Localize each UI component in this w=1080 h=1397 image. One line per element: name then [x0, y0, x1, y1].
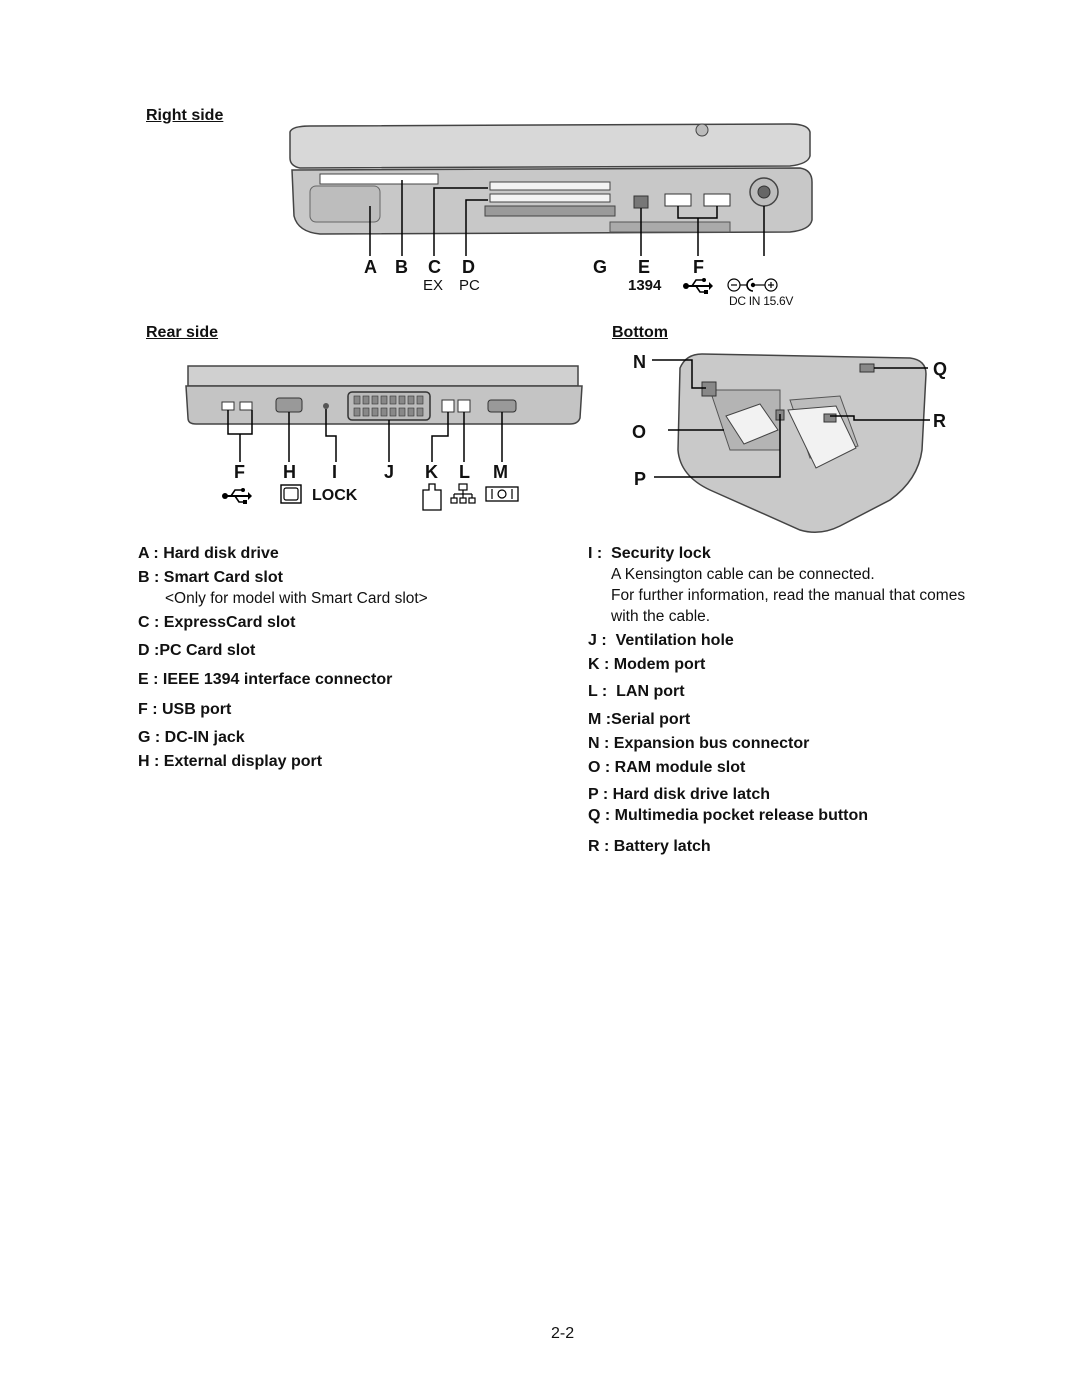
label-b: B — [395, 257, 408, 277]
label-f-rear: F — [234, 462, 245, 482]
label-c: C — [428, 257, 441, 277]
bottom-heading: Bottom — [612, 324, 668, 341]
legend-item-l: L : LAN port — [588, 683, 685, 700]
usb-icon — [683, 278, 713, 294]
legend-item-d: D :PC Card slot — [138, 642, 256, 659]
modem-icon — [422, 483, 442, 511]
label-h: H — [283, 462, 296, 482]
legend-note-b: <Only for model with Smart Card slot> — [165, 590, 428, 607]
label-p: P — [634, 469, 647, 489]
label-dc-in: DC IN 15.6V — [729, 294, 794, 308]
label-f-right: F — [693, 257, 704, 277]
label-m: M — [493, 462, 508, 482]
legend-item-a: A : Hard disk drive — [138, 545, 279, 562]
legend-item-j: J : Ventilation hole — [588, 632, 734, 649]
label-a: A — [364, 257, 377, 277]
legend-item-i: I : Security lock — [588, 545, 711, 562]
serial-icon — [485, 486, 519, 502]
legend-item-n: N : Expansion bus connector — [588, 735, 810, 752]
lan-icon — [450, 483, 476, 504]
label-j: J — [384, 462, 395, 482]
rear-side-heading: Rear side — [146, 324, 219, 341]
bottom-illustration — [652, 353, 930, 533]
rear-side-illustration — [185, 365, 583, 462]
label-q: Q — [933, 359, 948, 379]
label-o: O — [632, 422, 647, 442]
legend-item-f: F : USB port — [138, 701, 232, 718]
label-n: N — [633, 352, 646, 372]
label-g: G — [593, 257, 608, 277]
legend-item-o: O : RAM module slot — [588, 759, 746, 776]
label-r: R — [933, 411, 946, 431]
right-side-heading: Right side — [146, 107, 224, 124]
label-pc: PC — [459, 277, 480, 294]
legend-item-g: G : DC-IN jack — [138, 729, 245, 746]
legend-item-h: H : External display port — [138, 753, 323, 770]
label-k: K — [425, 462, 438, 482]
legend-note-i-1: A Kensington cable can be connected. — [611, 566, 875, 583]
label-i: I — [332, 462, 338, 482]
legend-item-c: C : ExpressCard slot — [138, 614, 296, 631]
legend-note-i-2: For further information, read the manual… — [611, 587, 966, 604]
label-l: L — [459, 462, 470, 482]
label-lock: LOCK — [312, 487, 358, 504]
label-ex: EX — [423, 277, 444, 294]
legend-item-b: B : Smart Card slot — [138, 569, 283, 586]
legend-item-q: Q : Multimedia pocket release button — [588, 807, 869, 824]
legend-item-p: P : Hard disk drive latch — [588, 786, 770, 803]
label-d: D — [462, 257, 475, 277]
right-side-illustration — [289, 123, 813, 256]
legend-note-i-3: with the cable. — [611, 608, 711, 625]
display-icon — [280, 484, 302, 504]
legend-item-k: K : Modem port — [588, 656, 706, 673]
label-1394: 1394 — [628, 277, 662, 294]
usb-icon — [222, 488, 252, 504]
dc-polarity-icon — [727, 278, 778, 292]
legend-item-m: M :Serial port — [588, 711, 691, 728]
legend-item-r: R : Battery latch — [588, 838, 711, 855]
label-e: E — [638, 257, 651, 277]
legend-item-e: E : IEEE 1394 interface connector — [138, 671, 393, 688]
page-number: 2-2 — [551, 1325, 575, 1342]
